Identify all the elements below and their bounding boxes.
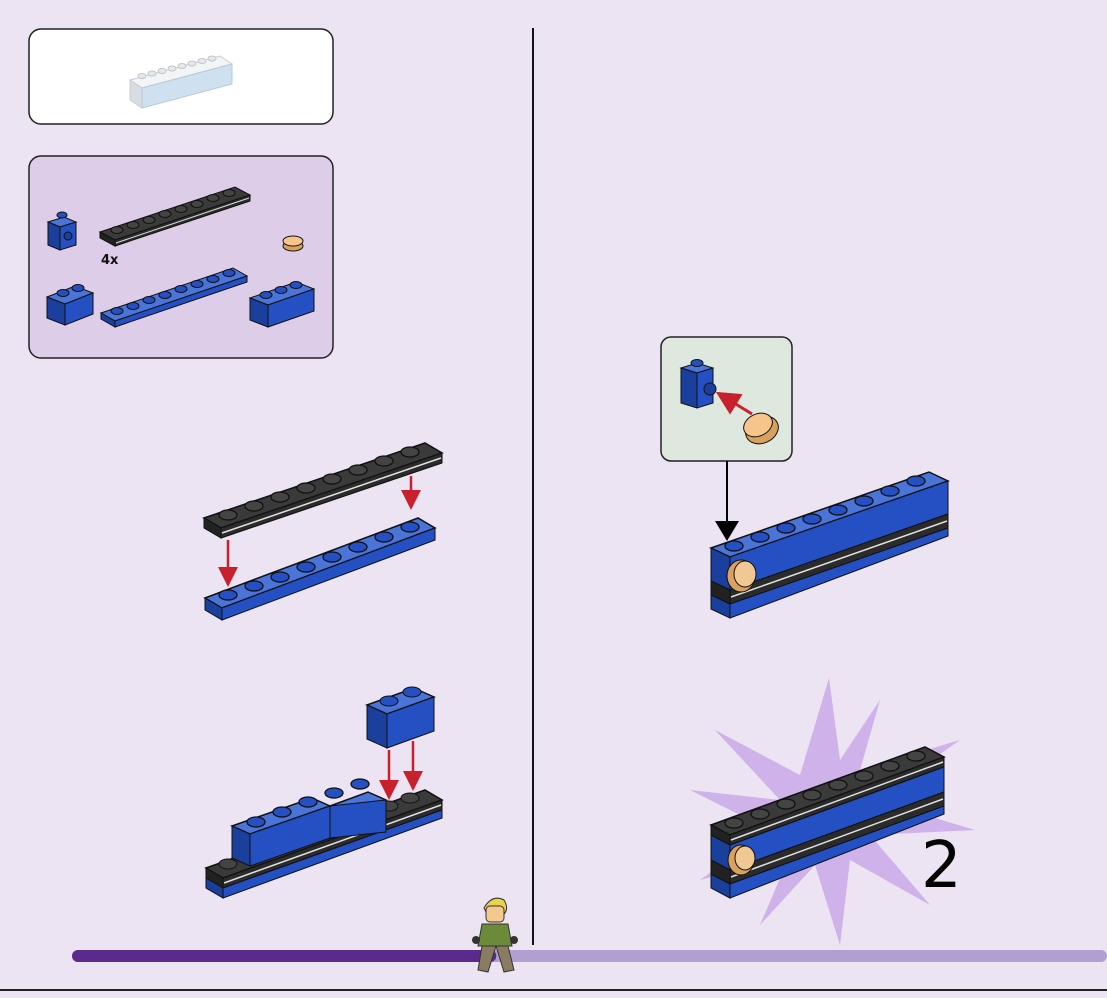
parts-list-box	[29, 156, 333, 358]
substep-plates-assembly	[204, 443, 442, 620]
part-tan-round-tile	[283, 236, 303, 251]
completed-submodel	[690, 678, 975, 945]
assembled-bar-with-tile	[711, 472, 948, 618]
submodel-preview-box	[29, 29, 333, 124]
step-number: 2	[921, 834, 962, 898]
quantity-label: 4x	[101, 253, 118, 268]
substep-bricks-assembly	[206, 687, 442, 898]
progress-fill	[72, 950, 496, 962]
progress-bar	[72, 950, 1107, 962]
callout-box	[661, 337, 792, 533]
